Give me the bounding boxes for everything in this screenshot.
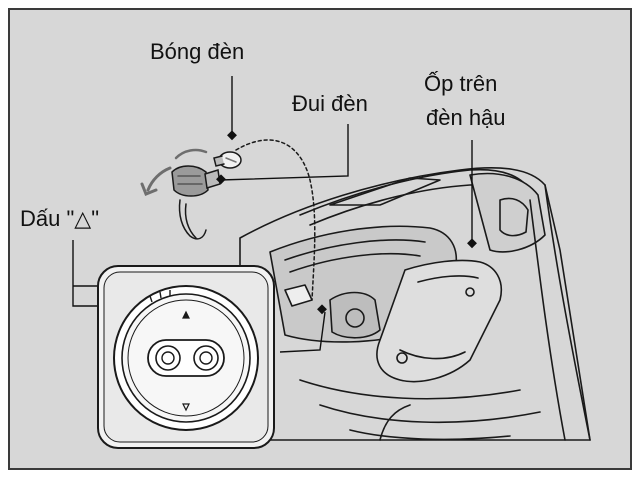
bulb-and-socket-assembly	[140, 139, 316, 301]
label-bulb: Bóng đèn	[150, 39, 245, 64]
socket-detail-inset	[97, 265, 275, 449]
triangle-mark-icon	[182, 310, 190, 412]
label-socket: Đui đèn	[292, 91, 368, 116]
wire-harness	[178, 199, 207, 240]
socket-icon	[171, 165, 221, 197]
label-tail-light-cover-line1: Ốp trên	[424, 71, 498, 96]
rotate-arrow-icon	[140, 148, 208, 196]
label-tail-light-cover-line2: đèn hậu	[426, 105, 506, 130]
bulb-icon	[213, 151, 242, 169]
label-triangle-mark: Dấu "△"	[20, 206, 100, 231]
motorcycle-rear-body	[239, 167, 591, 441]
